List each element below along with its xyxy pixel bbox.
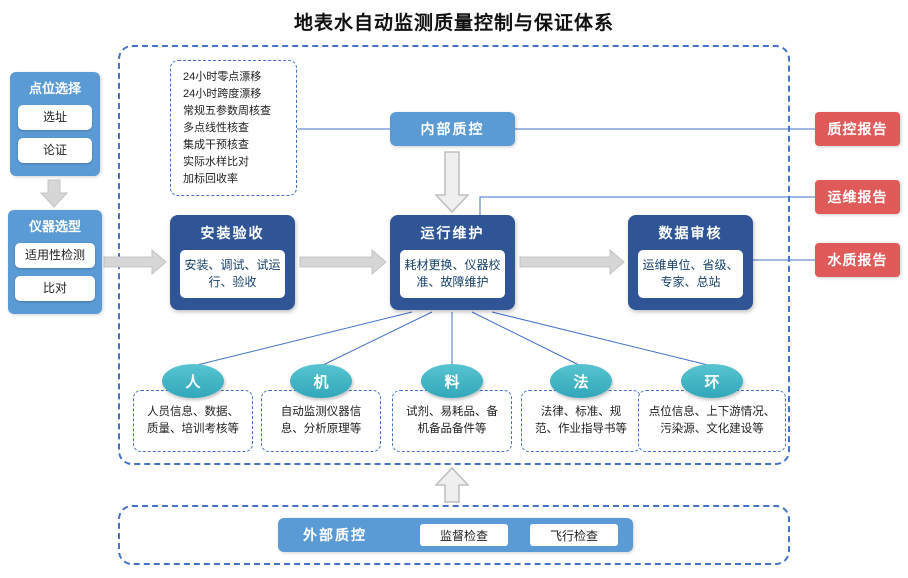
factor-ellipse-ji: 机 [290, 364, 352, 398]
water-report-box: 水质报告 [815, 243, 900, 277]
data-review-box: 数据审核 运维单位、省级、专家、总站 [628, 215, 753, 310]
line-operation-to-factor-huan [491, 311, 713, 367]
factor-detail-fa: 法律、标准、规范、作业指导书等 [521, 390, 641, 452]
arrow-right-instrument-to-installation [103, 248, 167, 276]
external-qc-item-flight: 飞行检查 [530, 524, 618, 546]
data-review-title: 数据审核 [658, 225, 723, 241]
instrument-item-comparison: 比对 [15, 276, 95, 301]
factor-detail-liao: 试剂、易耗品、备机备品备件等 [392, 390, 512, 452]
arrow-up-external-qc-to-system [434, 466, 470, 503]
operation-detail: 耗材更换、仪器校准、故障维护 [400, 250, 505, 298]
diagram-title: 地表水自动监测质量控制与保证体系 [293, 13, 614, 34]
installation-title: 安装验收 [200, 225, 265, 241]
point-selection-panel: 点位选择 选址 论证 [10, 72, 100, 176]
external-qc-box: 外部质控 监督检查 飞行检查 [278, 518, 633, 552]
factor-ellipse-ren: 人 [162, 364, 224, 398]
qc-check-item: 24小时跨度漂移 [183, 88, 262, 100]
installation-box: 安装验收 安装、调试、试运行、验收 [170, 215, 295, 310]
operation-box: 运行维护 耗材更换、仪器校准、故障维护 [390, 215, 515, 310]
arrow-right-operation-to-data-review [519, 248, 625, 276]
line-operation-to-factor-ren [192, 311, 413, 367]
factor-detail-ji: 自动监测仪器信息、分析原理等 [261, 390, 381, 452]
arrow-right-installation-to-operation [299, 248, 387, 276]
instrument-selection-panel: 仪器选型 适用性检测 比对 [8, 210, 102, 314]
point-selection-item-argument: 论证 [18, 138, 92, 163]
qc-check-item: 加标回收率 [183, 173, 238, 185]
operation-title: 运行维护 [420, 225, 485, 241]
line-operation-to-factor-ji [320, 311, 433, 367]
qc-check-item: 多点线性核查 [183, 122, 249, 134]
factor-ellipse-huan: 环 [681, 364, 743, 398]
qc-check-item: 实际水样比对 [183, 156, 249, 168]
factor-detail-huan: 点位信息、上下游情况、污染源、文化建设等 [638, 390, 786, 452]
line-operation-to-factor-fa [471, 311, 582, 367]
factor-detail-ren: 人员信息、数据、质量、培训考核等 [133, 390, 253, 452]
instrument-selection-title: 仪器选型 [28, 219, 81, 234]
factor-ellipse-liao: 料 [421, 364, 483, 398]
installation-detail: 安装、调试、试运行、验收 [180, 250, 285, 298]
qc-check-item: 集成干预核查 [183, 139, 249, 151]
external-qc-boundary [118, 505, 790, 565]
line-operation-to-om-report [479, 196, 815, 215]
external-qc-title: 外部质控 [303, 527, 367, 543]
data-review-detail: 运维单位、省级、专家、总站 [638, 250, 743, 298]
instrument-item-applicability: 适用性检测 [15, 243, 95, 268]
arrow-down-internal-qc-to-operation [434, 151, 470, 214]
external-qc-item-supervision: 监督检查 [420, 524, 508, 546]
qc-check-item: 24小时零点漂移 [183, 71, 262, 83]
point-selection-title: 点位选择 [28, 81, 81, 96]
om-report-box: 运维报告 [815, 180, 900, 214]
arrow-down-point-to-instrument [39, 179, 69, 208]
point-selection-item-siting: 选址 [18, 105, 92, 130]
qc-report-box: 质控报告 [815, 112, 900, 146]
factor-ellipse-fa: 法 [550, 364, 612, 398]
main-system-boundary [118, 45, 790, 465]
qc-check-item: 常规五参数周核查 [183, 105, 271, 117]
qc-checks-list: 24小时零点漂移 24小时跨度漂移 常规五参数周核查 多点线性核查 集成干预核查… [170, 60, 297, 196]
internal-qc-box: 内部质控 [390, 112, 515, 146]
